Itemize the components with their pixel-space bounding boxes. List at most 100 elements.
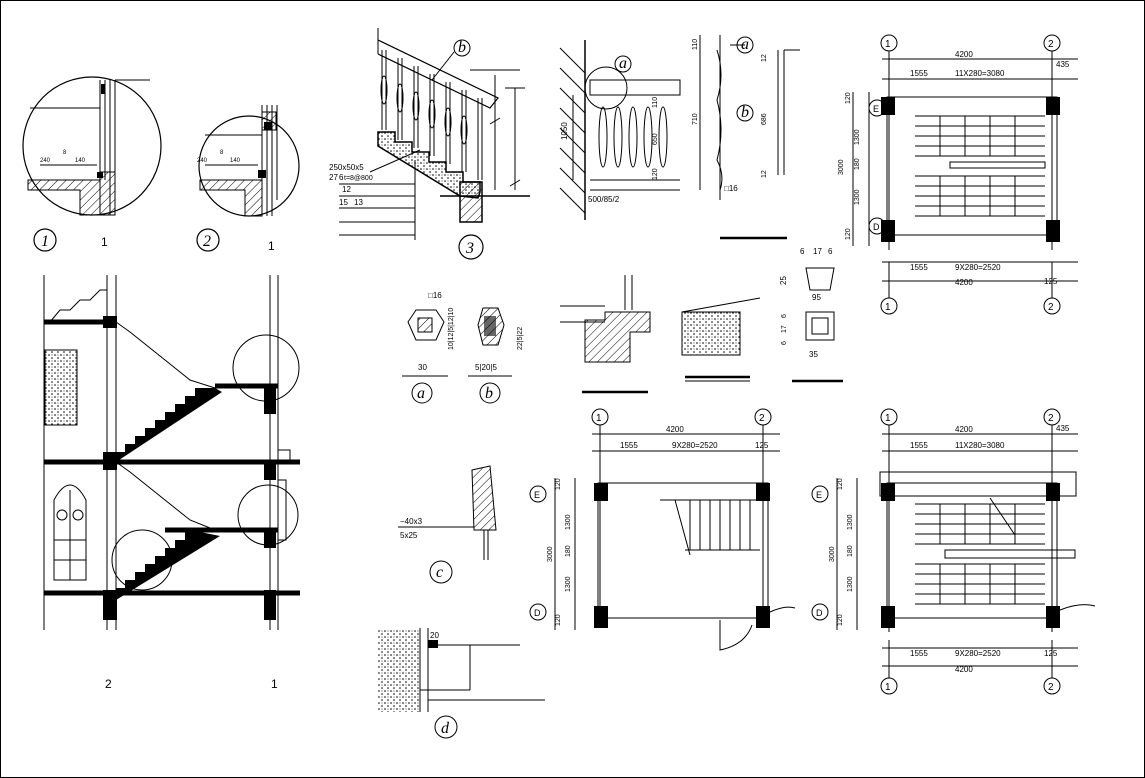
bot-right: 125 xyxy=(1044,277,1058,286)
detail-1-circle: 8 240 140 1 1 xyxy=(22,76,162,252)
dim-left: 1555 xyxy=(910,441,928,450)
v180: 180 xyxy=(565,545,572,557)
h6b: 6 xyxy=(781,314,788,318)
detail-label: 2 xyxy=(203,233,211,250)
dim-110: 110 xyxy=(692,39,699,50)
w17: 17 xyxy=(813,247,822,256)
v120b: 120 xyxy=(555,614,562,626)
dim-686: 686 xyxy=(761,113,768,125)
axis-mark: 1 xyxy=(268,239,275,253)
v1300a: 1300 xyxy=(854,129,861,145)
tag-b: b xyxy=(741,104,749,121)
v120b: 120 xyxy=(845,228,852,240)
dim-110b: 110 xyxy=(652,97,659,108)
cap-detail: 6 17 6 25 95 6 17 6 35 xyxy=(779,247,843,383)
v1300a: 1300 xyxy=(565,514,572,530)
detail-label: 1 xyxy=(41,233,49,250)
dim-total: 4200 xyxy=(666,425,684,434)
axis-e: E xyxy=(873,104,879,114)
axis-2: 2 xyxy=(1048,302,1054,313)
detail-d: 20 d xyxy=(378,628,545,739)
sq16: □16 xyxy=(724,184,738,193)
bot-right: 125 xyxy=(1044,649,1058,658)
tread-details xyxy=(560,275,761,394)
dim-12: 12 xyxy=(761,54,768,62)
note-bottom: 500/85/2 xyxy=(588,195,620,204)
note-steel2: t=8@800 xyxy=(344,175,373,182)
axis-e: E xyxy=(534,490,540,500)
axis-d: D xyxy=(534,608,541,618)
dim-1050: 1050 xyxy=(560,122,569,140)
detail-label: d xyxy=(441,720,450,737)
dim-650: 650 xyxy=(652,133,659,145)
dim-total: 4200 xyxy=(955,425,973,434)
note-steel: 250x50x5 xyxy=(329,163,364,172)
dim-text: 8 xyxy=(63,150,67,156)
w6a: 6 xyxy=(800,247,805,256)
dim-right: 435 xyxy=(1056,424,1070,433)
dim-steps: 9X280=2520 xyxy=(672,441,718,450)
dim-text: 8 xyxy=(220,150,224,156)
v1300b: 1300 xyxy=(854,189,861,205)
v1300b: 1300 xyxy=(565,576,572,592)
axis-1: 1 xyxy=(885,682,891,693)
v3000: 3000 xyxy=(838,159,845,175)
axis-1: 1 xyxy=(596,413,602,424)
v180: 180 xyxy=(854,158,861,170)
tag-a: a xyxy=(619,55,627,72)
section-axis-1: 1 xyxy=(271,677,278,691)
dim-710: 710 xyxy=(692,113,699,125)
axis-1: 1 xyxy=(885,39,891,50)
dim-total: 4200 xyxy=(955,50,973,59)
v3000: 3000 xyxy=(829,546,836,562)
v120a: 120 xyxy=(845,92,852,104)
note-d1: 20 xyxy=(430,631,439,640)
dim-text: 140 xyxy=(75,158,86,164)
h6: 6 xyxy=(781,341,788,345)
baluster-detail: a b 110 710 120 650 110 □16 12 686 12 xyxy=(652,35,800,240)
axis-1: 1 xyxy=(885,413,891,424)
section-axis-2: 2 xyxy=(105,677,112,691)
dim-right: 125 xyxy=(755,441,769,450)
dim-left: 1555 xyxy=(910,69,928,78)
b-bot: 5|20|5 xyxy=(475,363,498,372)
baluster-sections: □16 10|12|5|12|10 22|5|22 30 5|20|5 a b xyxy=(402,291,524,404)
note-13: 13 xyxy=(354,198,363,207)
detail-c: −40x3 5x25 c xyxy=(398,465,497,584)
axis-2: 2 xyxy=(1048,39,1054,50)
h25: 25 xyxy=(779,276,788,285)
bot-total: 4200 xyxy=(955,665,973,674)
dim-right: 435 xyxy=(1056,60,1070,69)
v180: 180 xyxy=(847,545,854,557)
axis-2: 2 xyxy=(759,413,765,424)
bot-left: 1555 xyxy=(910,649,928,658)
axis-2: 2 xyxy=(1048,682,1054,693)
stair-section: 2 1 xyxy=(43,275,300,691)
detail-label: 3 xyxy=(465,240,474,257)
note-12: 12 xyxy=(342,185,351,194)
axis-mark: 1 xyxy=(101,235,108,249)
tag-a: a xyxy=(741,36,749,53)
v1300a: 1300 xyxy=(847,514,854,530)
bot-left: 1555 xyxy=(910,263,928,272)
w30: 30 xyxy=(418,363,427,372)
detail-3-stair-rail: b 250x50x5 t=8@800 27 6 12 15 13 3 xyxy=(329,28,530,260)
bot-total: 4200 xyxy=(955,278,973,287)
w6b: 6 xyxy=(828,247,833,256)
plan-middle: 1 2 4200 1555 9X280=2520 125 E xyxy=(529,408,796,651)
v1300b: 1300 xyxy=(847,576,854,592)
axis-1: 1 xyxy=(885,302,891,313)
dim-12b: 12 xyxy=(761,170,768,178)
v3000: 3000 xyxy=(547,546,554,562)
plan-top-right: 1 2 4200 1555 11X280=3080 435 xyxy=(838,34,1078,315)
railing-elevation: a 1050 500/85/2 xyxy=(559,40,681,220)
dim-left: 1555 xyxy=(620,441,638,450)
w95: 95 xyxy=(812,293,821,302)
bot-steps: 9X280=2520 xyxy=(955,263,1001,272)
v120a: 120 xyxy=(555,478,562,490)
v120a: 120 xyxy=(837,478,844,490)
h17: 17 xyxy=(781,325,788,333)
w35: 35 xyxy=(809,350,818,359)
bot-steps: 9X280=2520 xyxy=(955,649,1001,658)
